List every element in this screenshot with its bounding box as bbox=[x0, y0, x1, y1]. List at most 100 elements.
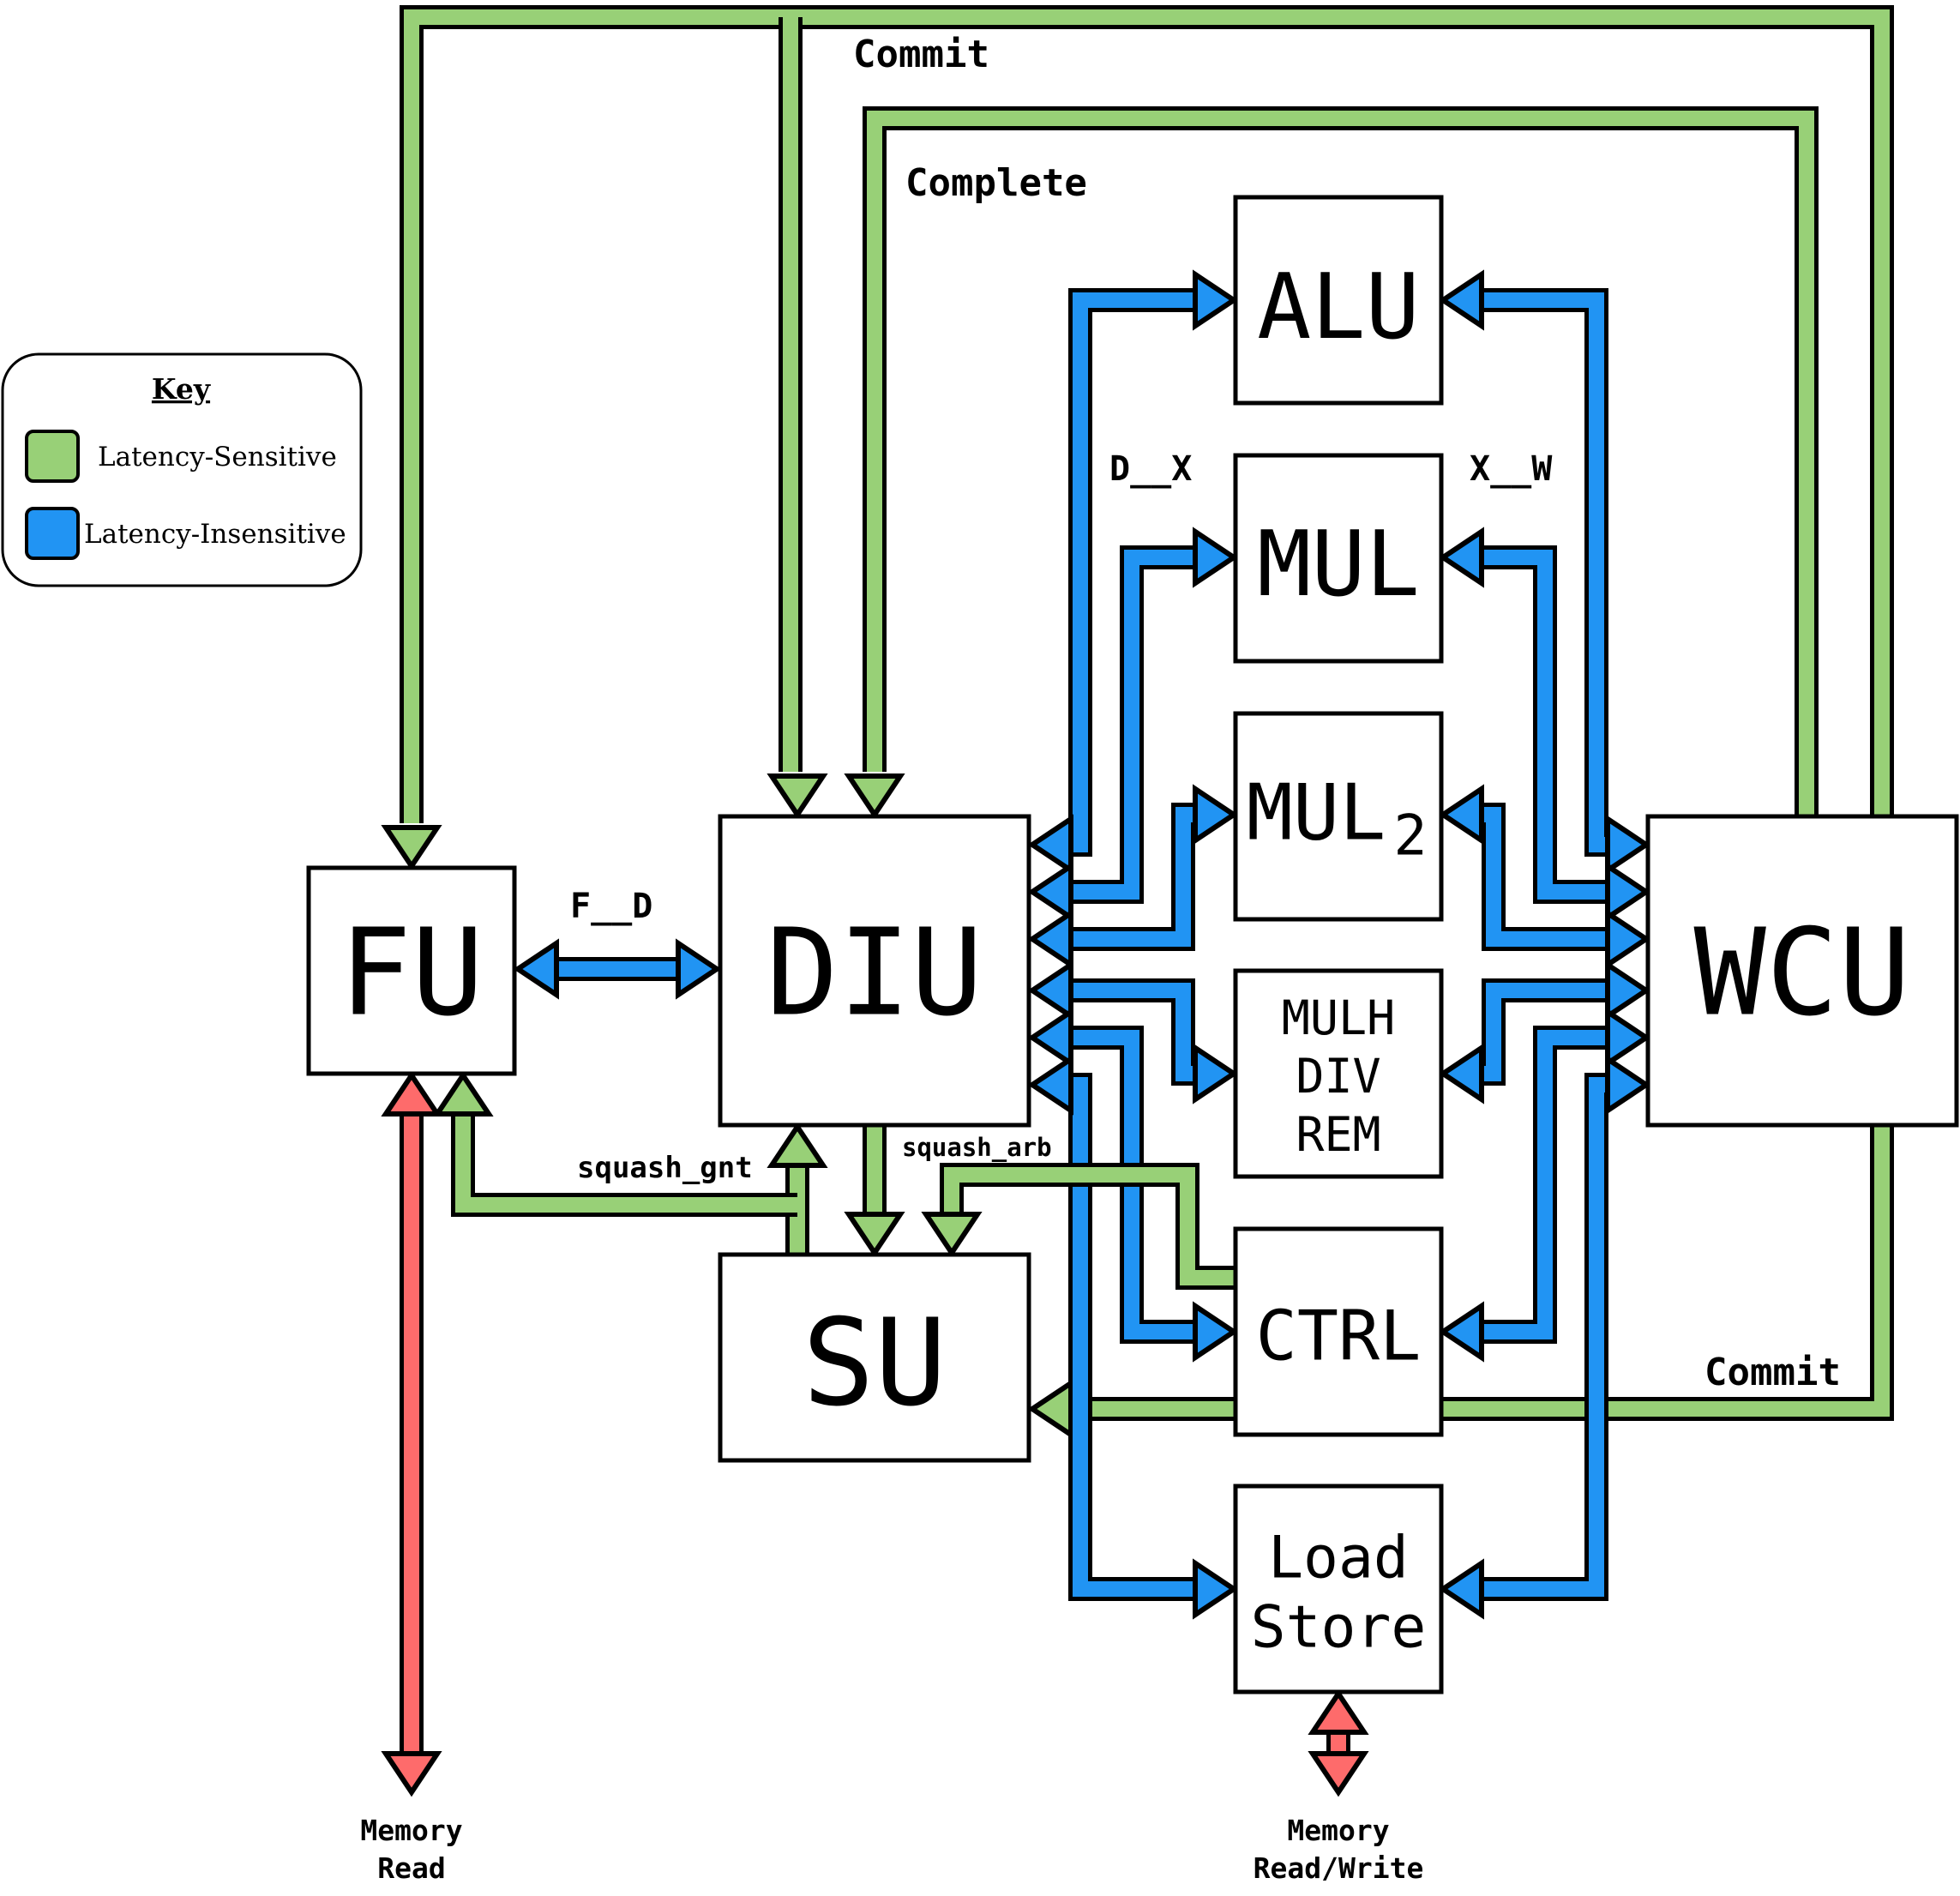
ctrl-label: CTRL bbox=[1256, 1297, 1422, 1376]
diu-lsu-return-arrowhead bbox=[1027, 1054, 1073, 1116]
unit-mul2: MUL bbox=[1233, 711, 1444, 922]
alu-label: ALU bbox=[1257, 255, 1420, 359]
diu-mul2-arrowhead bbox=[1193, 784, 1239, 846]
d-x-label: D__X bbox=[1109, 449, 1192, 489]
commit-bottom-label: Commit bbox=[1704, 1351, 1841, 1394]
load-label: Load bbox=[1268, 1525, 1409, 1592]
legend: Key Latency-Sensitive Latency-Insensitiv… bbox=[1, 352, 363, 587]
fu-label: FU bbox=[340, 904, 484, 1044]
mul-wcu-wire bbox=[1481, 545, 1608, 904]
lsu-wcu-return-arrowhead bbox=[1438, 1558, 1484, 1620]
mul2-label: MUL bbox=[1247, 768, 1386, 858]
mulh-div-rem-box bbox=[1233, 968, 1444, 1179]
diu-mul-return-arrowhead bbox=[1027, 861, 1073, 923]
unit-fu: FU bbox=[306, 865, 517, 1076]
lsu-memory-arrowhead-up bbox=[1308, 1688, 1369, 1735]
fu-memory-arrowhead-up bbox=[381, 1070, 442, 1117]
diu-ctrl-arrowhead bbox=[1193, 1301, 1239, 1363]
squash-arb-ctrl-arrowhead bbox=[921, 1212, 983, 1258]
wcu-label: WCU bbox=[1694, 904, 1911, 1044]
commit-to-fu-arrowhead bbox=[381, 825, 442, 871]
memory-read-line2: Read bbox=[377, 1851, 445, 1885]
squash-arb-label: squash_arb bbox=[902, 1133, 1052, 1162]
mul2-box bbox=[1233, 711, 1444, 922]
diu-alu-arrowhead bbox=[1193, 269, 1239, 331]
fu-box bbox=[306, 865, 517, 1076]
mul2-wcu-wire bbox=[1481, 803, 1608, 951]
legend-swatch-latency-sensitive bbox=[25, 430, 80, 483]
mulh-wcu-wire bbox=[1481, 978, 1608, 1086]
mul-box bbox=[1233, 453, 1444, 664]
legend-swatch-latency-insensitive bbox=[25, 507, 80, 560]
diu-lsu-wire bbox=[1068, 1073, 1196, 1601]
unit-wcu: WCU bbox=[1645, 814, 1959, 1128]
mulh-wcu-return-arrowhead bbox=[1438, 1043, 1484, 1104]
x-w-label: X__W bbox=[1470, 449, 1553, 489]
alu-wcu-arrowhead bbox=[1605, 814, 1651, 876]
mulh-wcu-arrowhead bbox=[1605, 960, 1651, 1021]
squash-arb-ctrl-wire bbox=[940, 1163, 1236, 1290]
diu-mulh-return-arrowhead bbox=[1027, 960, 1073, 1021]
ctrl-wcu-return-arrowhead bbox=[1438, 1301, 1484, 1363]
fu-diu-arrowhead-left bbox=[513, 938, 559, 1000]
lsu-wcu-arrowhead bbox=[1605, 1054, 1651, 1116]
squash-gnt-to-diu-arrowhead bbox=[767, 1122, 828, 1168]
alu-wcu-wire bbox=[1481, 288, 1608, 857]
rem-label: REM bbox=[1296, 1107, 1380, 1162]
ctrl-box bbox=[1233, 1226, 1444, 1437]
memory-read-line1: Memory bbox=[360, 1814, 462, 1847]
unit-load-store: Load Store bbox=[1233, 1484, 1444, 1694]
unit-mul: MUL bbox=[1233, 453, 1444, 664]
div-label: DIV bbox=[1296, 1049, 1380, 1104]
diu-mul2-return-arrowhead bbox=[1027, 908, 1073, 970]
diu-mulh-wire bbox=[1072, 978, 1196, 1086]
squash-arb-diu-arrowhead bbox=[844, 1212, 905, 1258]
diu-label: DIU bbox=[767, 904, 983, 1044]
memory-rw-line2: Read/Write bbox=[1254, 1851, 1424, 1885]
unit-diu: DIU bbox=[718, 814, 1031, 1128]
mul-wcu-arrowhead bbox=[1605, 861, 1651, 923]
diu-mul2-wire bbox=[1072, 803, 1196, 951]
alu-wcu-return-arrowhead bbox=[1438, 269, 1484, 331]
su-label: SU bbox=[803, 1294, 947, 1434]
mul2-wcu-arrowhead bbox=[1605, 908, 1651, 970]
legend-label-latency-insensitive: Latency-Insensitive bbox=[84, 519, 346, 550]
squash-gnt-to-fu-arrowhead bbox=[432, 1070, 494, 1117]
mul2-subscript: 2 bbox=[1393, 804, 1427, 869]
squash-gnt-label: squash_gnt bbox=[577, 1151, 753, 1185]
alu-box bbox=[1233, 195, 1444, 406]
diu-alu-return-arrowhead bbox=[1027, 814, 1073, 876]
commit-to-diu-arrowhead bbox=[767, 773, 828, 820]
diu-box bbox=[718, 814, 1031, 1128]
mulh-label: MULH bbox=[1282, 990, 1395, 1045]
ctrl-wcu-wire bbox=[1481, 1026, 1608, 1344]
mul-wcu-return-arrowhead bbox=[1438, 527, 1484, 588]
mul2-wcu-return-arrowhead bbox=[1438, 784, 1484, 846]
complete-label: Complete bbox=[905, 161, 1087, 205]
legend-frame bbox=[1, 352, 363, 587]
lsu-memory-arrowhead-down bbox=[1308, 1751, 1369, 1797]
complete-to-diu-wire bbox=[863, 106, 1819, 816]
f-d-label: F__D bbox=[570, 887, 652, 926]
unit-ctrl: CTRL bbox=[1233, 1226, 1444, 1437]
memory-rw-line1: Memory bbox=[1287, 1814, 1389, 1847]
store-label: Store bbox=[1251, 1594, 1427, 1662]
unit-mulh-div-rem: MULH DIV REM bbox=[1233, 968, 1444, 1179]
diu-lsu-arrowhead bbox=[1193, 1558, 1239, 1620]
legend-title: Key bbox=[152, 372, 211, 406]
diu-mul-wire bbox=[1072, 545, 1196, 904]
wcu-box bbox=[1645, 814, 1959, 1128]
fu-diu-arrowhead-right bbox=[676, 938, 722, 1000]
commit-to-su-arrowhead bbox=[1027, 1378, 1073, 1440]
lsu-wcu-wire bbox=[1481, 1073, 1608, 1601]
mul-label: MUL bbox=[1257, 512, 1420, 617]
diu-ctrl-return-arrowhead bbox=[1027, 1007, 1073, 1068]
ctrl-wcu-arrowhead bbox=[1605, 1007, 1651, 1068]
unit-su: SU bbox=[718, 1252, 1031, 1463]
unit-alu: ALU bbox=[1233, 195, 1444, 406]
diu-alu-wire bbox=[1068, 288, 1196, 857]
su-box bbox=[718, 1252, 1031, 1463]
fu-memory-arrowhead-down bbox=[381, 1751, 442, 1797]
squash-gnt-to-fu-wire bbox=[451, 1115, 797, 1217]
